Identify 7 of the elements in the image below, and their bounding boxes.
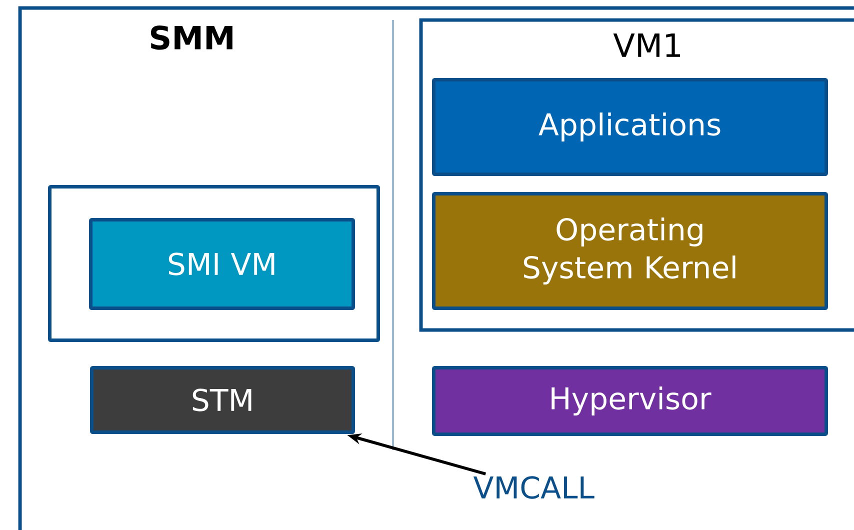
layer-box: Operating System Kernel (432, 192, 828, 310)
container-box (48, 185, 380, 342)
layer-box: STM (90, 366, 355, 434)
layer-box: SMI VM (89, 218, 355, 310)
layer-box: Hypervisor (432, 366, 828, 436)
layer-box: Applications (432, 78, 828, 176)
call-label: VMCALL (473, 476, 594, 499)
